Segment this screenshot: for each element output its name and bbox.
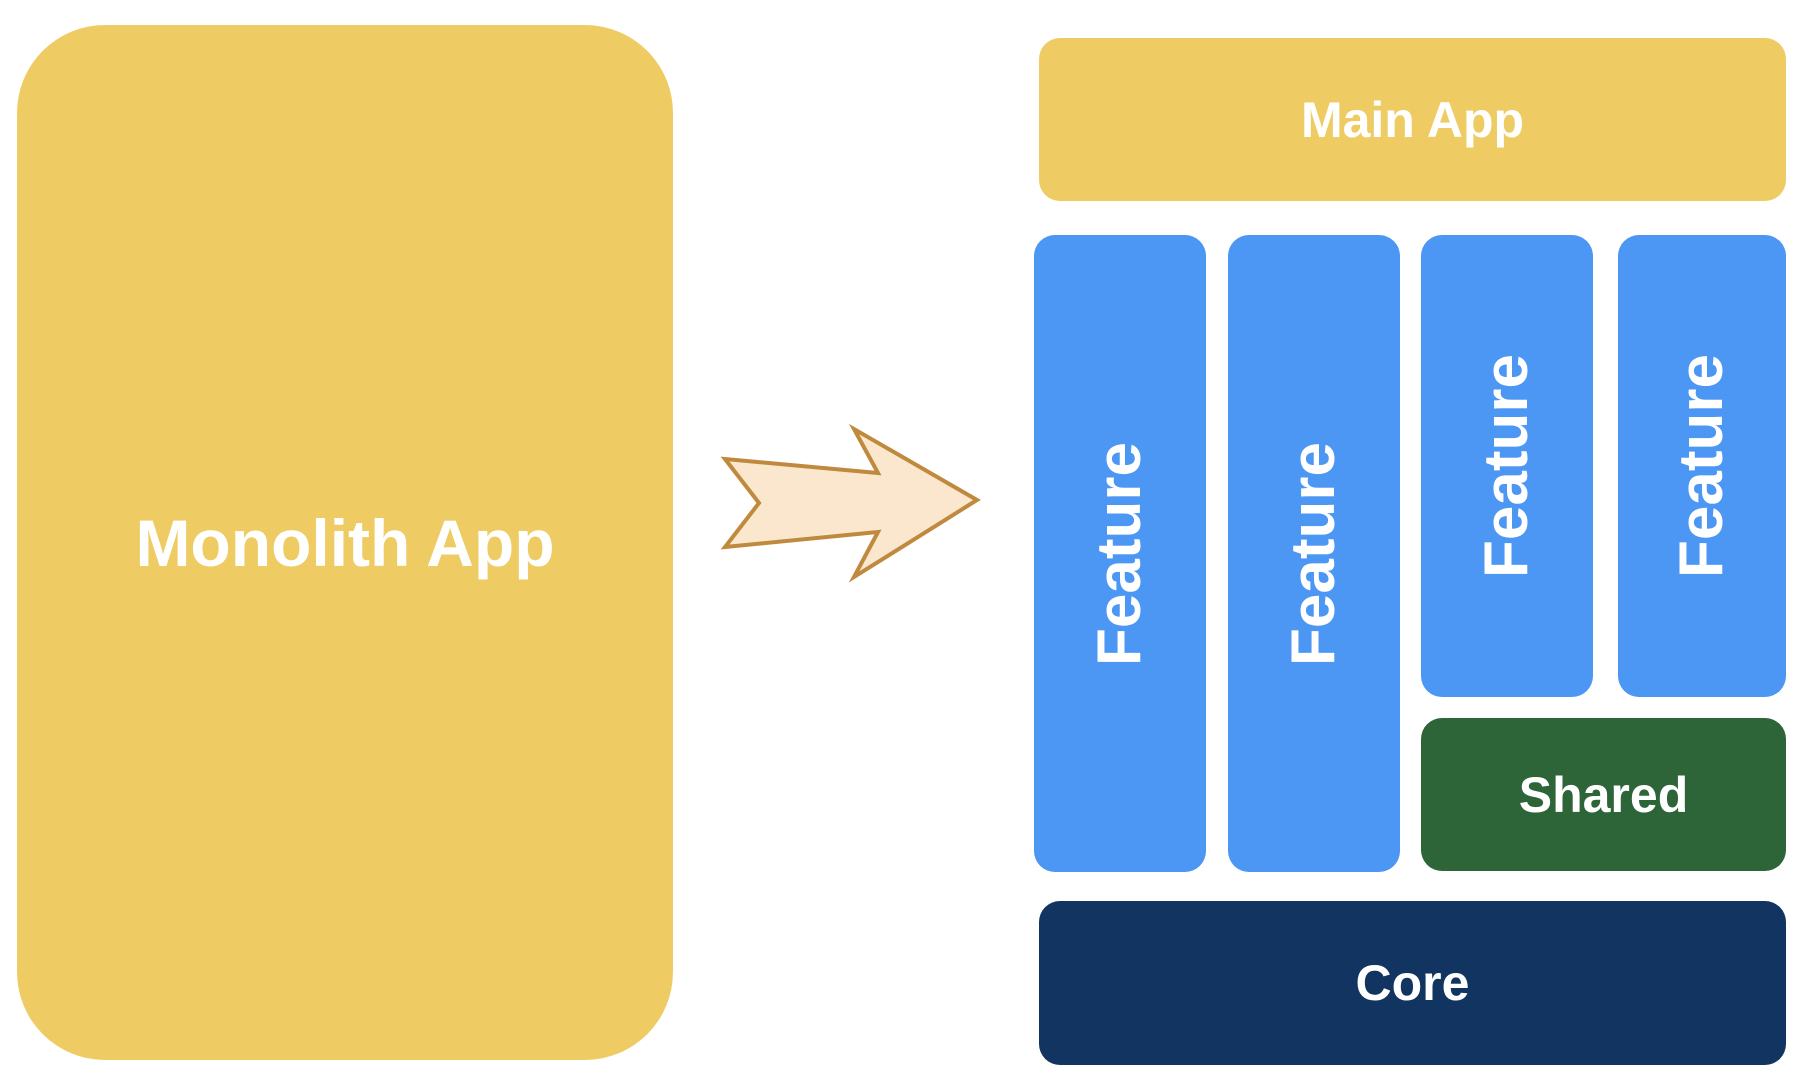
core-box: Core [1039,901,1786,1065]
shared-box: Shared [1421,718,1786,871]
monolith-app-box: Monolith App [17,25,673,1060]
feature-label: Feature [1085,441,1154,666]
feature-box-3: Feature [1421,235,1593,697]
core-label: Core [1355,955,1470,1011]
feature-box-4: Feature [1618,235,1786,697]
feature-box-1: Feature [1034,235,1206,872]
right-arrow-shape [720,423,981,583]
monolith-app-label: Monolith App [135,505,555,580]
main-app-label: Main App [1300,91,1525,148]
feature-label: Feature [1279,441,1348,666]
feature-label: Feature [1667,354,1736,578]
right-arrow-icon [720,423,981,583]
feature-box-2: Feature [1228,235,1400,872]
shared-label: Shared [1518,766,1689,823]
feature-label: Feature [1472,354,1541,578]
main-app-box: Main App [1039,38,1786,201]
